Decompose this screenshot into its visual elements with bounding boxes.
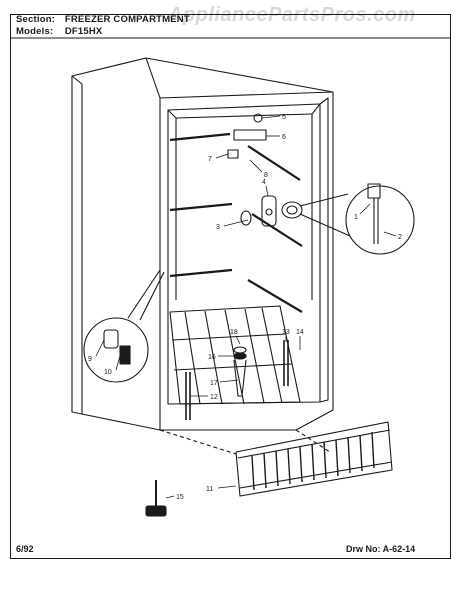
watermark: AppliancePartsPros.com (168, 4, 416, 26)
diagram-frame (10, 14, 451, 559)
callout-11: 11 (206, 486, 213, 493)
section-label: Section: (16, 14, 56, 25)
callout-17: 17 (210, 380, 218, 387)
callout-13: 13 (282, 329, 290, 336)
section-value: FREEZER COMPARTMENT (64, 14, 190, 25)
bottom-basket (169, 305, 301, 405)
section-header: Section: FREEZER COMPARTMENT (16, 14, 190, 25)
models-label: Models: (16, 26, 54, 37)
callout-4: 4 (262, 179, 266, 186)
callout-16: 16 (208, 354, 216, 361)
callout-8: 8 (264, 172, 268, 179)
light-socket (227, 113, 267, 159)
callout-7: 7 (208, 156, 212, 163)
callout-18: 18 (230, 329, 238, 336)
leveling-leg (145, 480, 167, 517)
footer-drawing-number: Drw No: A-62-14 (346, 544, 416, 554)
callout-9: 9 (88, 356, 92, 363)
grille-kickplate (159, 421, 393, 497)
callout-6: 6 (282, 134, 286, 141)
callout-10: 10 (104, 369, 112, 376)
footer-date: 6/92 (16, 544, 34, 554)
callout-15: 15 (176, 494, 184, 501)
callout-1: 1 (354, 214, 358, 221)
callout-14: 14 (296, 329, 304, 336)
callout-3: 3 (216, 224, 220, 231)
detail-circle-left (83, 269, 165, 383)
callout-leaders (95, 115, 397, 499)
callout-2: 2 (398, 234, 402, 241)
models-value: DF15HX (64, 26, 103, 37)
callout-labels: 1 2 3 4 5 6 7 8 9 10 11 12 13 14 15 16 1… (88, 114, 402, 501)
detail-circle-right (299, 183, 415, 255)
wire-shelves (169, 132, 303, 313)
thermostat-assembly (240, 195, 303, 227)
callout-12: 12 (210, 394, 218, 401)
models-header: Models: DF15HX (16, 26, 102, 37)
callout-5: 5 (282, 114, 286, 121)
